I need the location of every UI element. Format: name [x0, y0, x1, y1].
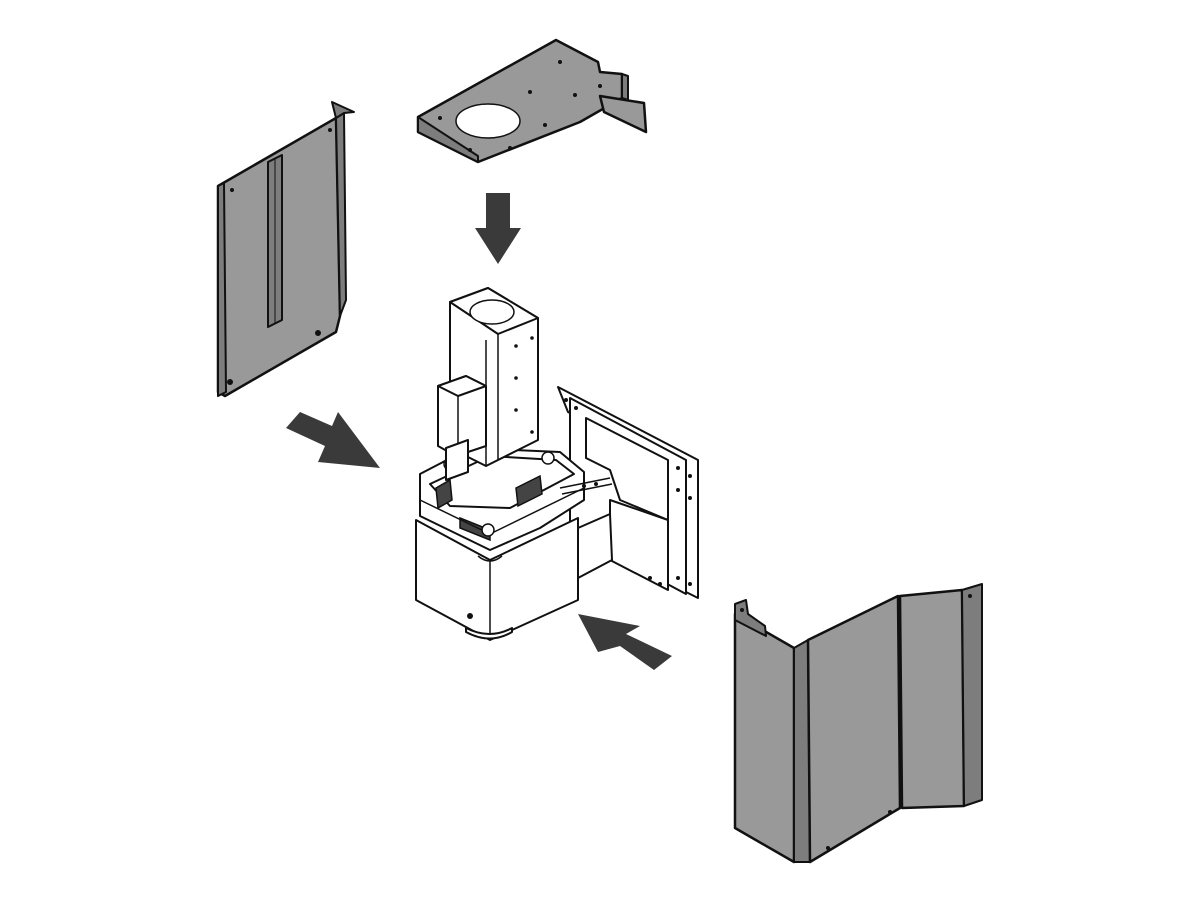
arrow-from-left-panel	[286, 412, 380, 468]
left-side-panel	[216, 101, 355, 398]
top-mounting-plate	[416, 38, 648, 164]
front-cover-panel	[733, 583, 983, 864]
arrow-down-to-assembly	[475, 193, 521, 264]
base-housing	[415, 513, 613, 641]
central-assembly	[415, 287, 699, 641]
arrow-from-front-cover	[578, 614, 672, 670]
vertical-column	[437, 287, 539, 481]
